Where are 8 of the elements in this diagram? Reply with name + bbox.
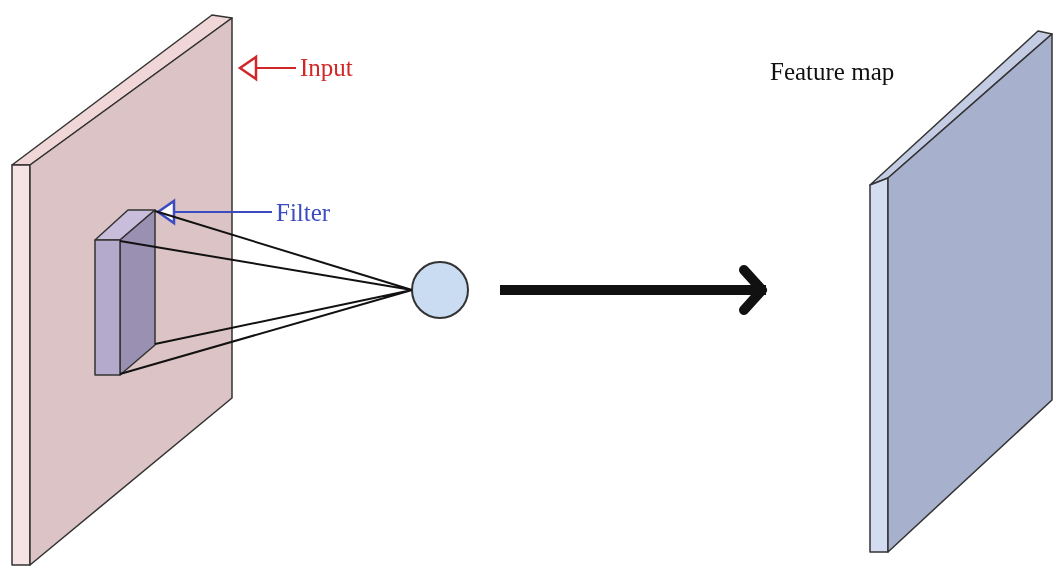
filter-label: Filter [276, 199, 331, 227]
hollow-arrow [156, 199, 273, 225]
thick-arrow [500, 265, 767, 315]
input-label: Input [300, 54, 353, 82]
neuron-circle [410, 260, 470, 320]
filter-drawing [94, 209, 156, 376]
hollow-arrow [238, 55, 297, 81]
feature-map-label: Feature map [770, 58, 895, 86]
